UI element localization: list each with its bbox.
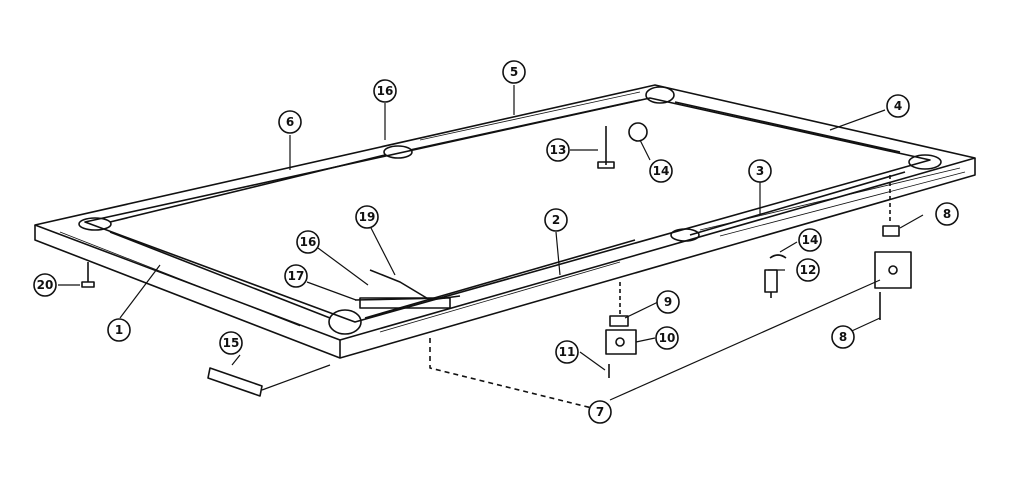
svg-text:10: 10 bbox=[659, 331, 676, 345]
pocket-side-front bbox=[670, 228, 700, 242]
callout-9: 9 bbox=[656, 290, 680, 314]
svg-text:16: 16 bbox=[300, 235, 317, 249]
callout-5: 5 bbox=[502, 60, 526, 84]
pocket-corner-left bbox=[78, 217, 112, 231]
callout-19: 19 bbox=[355, 205, 379, 229]
part-10-plate bbox=[605, 329, 637, 355]
callout-1: 1 bbox=[107, 318, 131, 342]
svg-text:20: 20 bbox=[37, 278, 54, 292]
callout-17: 17 bbox=[284, 264, 308, 288]
svg-text:12: 12 bbox=[800, 263, 817, 277]
svg-text:8: 8 bbox=[943, 207, 951, 221]
svg-text:19: 19 bbox=[359, 210, 376, 224]
part-14-ball-upper bbox=[628, 122, 648, 142]
svg-text:16: 16 bbox=[377, 84, 394, 98]
svg-text:7: 7 bbox=[596, 405, 604, 419]
callout-10: 10 bbox=[655, 326, 679, 350]
pocket-corner-back-right bbox=[645, 86, 675, 104]
part-8-plate bbox=[874, 251, 912, 289]
pocket-side-back bbox=[383, 145, 413, 159]
part-12-fitting bbox=[764, 269, 778, 298]
callout-14-lower: 14 bbox=[798, 228, 822, 252]
part-9-bracket bbox=[609, 315, 629, 327]
svg-text:2: 2 bbox=[552, 213, 560, 227]
callout-4: 4 bbox=[886, 94, 910, 118]
svg-text:14: 14 bbox=[653, 164, 670, 178]
callout-11: 11 bbox=[555, 340, 579, 364]
svg-text:4: 4 bbox=[894, 99, 902, 113]
table-frame-outer bbox=[34, 84, 976, 341]
callout-2: 2 bbox=[544, 208, 568, 232]
svg-text:8: 8 bbox=[839, 330, 847, 344]
callout-14-upper: 14 bbox=[649, 159, 673, 183]
callout-3: 3 bbox=[748, 159, 772, 183]
callout-13: 13 bbox=[546, 138, 570, 162]
callout-8-lower: 8 bbox=[831, 325, 855, 349]
table-bed-inner bbox=[84, 97, 931, 323]
svg-text:15: 15 bbox=[223, 336, 240, 350]
svg-text:9: 9 bbox=[664, 295, 672, 309]
callout-7: 7 bbox=[588, 400, 612, 424]
callout-20: 20 bbox=[33, 273, 57, 297]
svg-text:3: 3 bbox=[756, 164, 764, 178]
svg-text:1: 1 bbox=[115, 323, 123, 337]
part-13-bracket bbox=[597, 126, 615, 169]
callout-15: 15 bbox=[219, 331, 243, 355]
svg-text:5: 5 bbox=[510, 65, 518, 79]
callout-6: 6 bbox=[278, 110, 302, 134]
part-20-bolt bbox=[81, 262, 95, 288]
svg-text:14: 14 bbox=[802, 233, 819, 247]
svg-text:6: 6 bbox=[286, 115, 294, 129]
svg-text:17: 17 bbox=[288, 269, 305, 283]
svg-text:11: 11 bbox=[559, 345, 576, 359]
part-8-bracket bbox=[882, 225, 900, 237]
callout-12: 12 bbox=[796, 258, 820, 282]
callout-16-back: 16 bbox=[373, 79, 397, 103]
part-15-panel bbox=[207, 367, 263, 397]
pocket-corner-front bbox=[328, 309, 362, 335]
callout-16-front: 16 bbox=[296, 230, 320, 254]
svg-text:13: 13 bbox=[550, 143, 567, 157]
callout-8-upper: 8 bbox=[935, 202, 959, 226]
pocket-corner-right bbox=[908, 154, 942, 170]
